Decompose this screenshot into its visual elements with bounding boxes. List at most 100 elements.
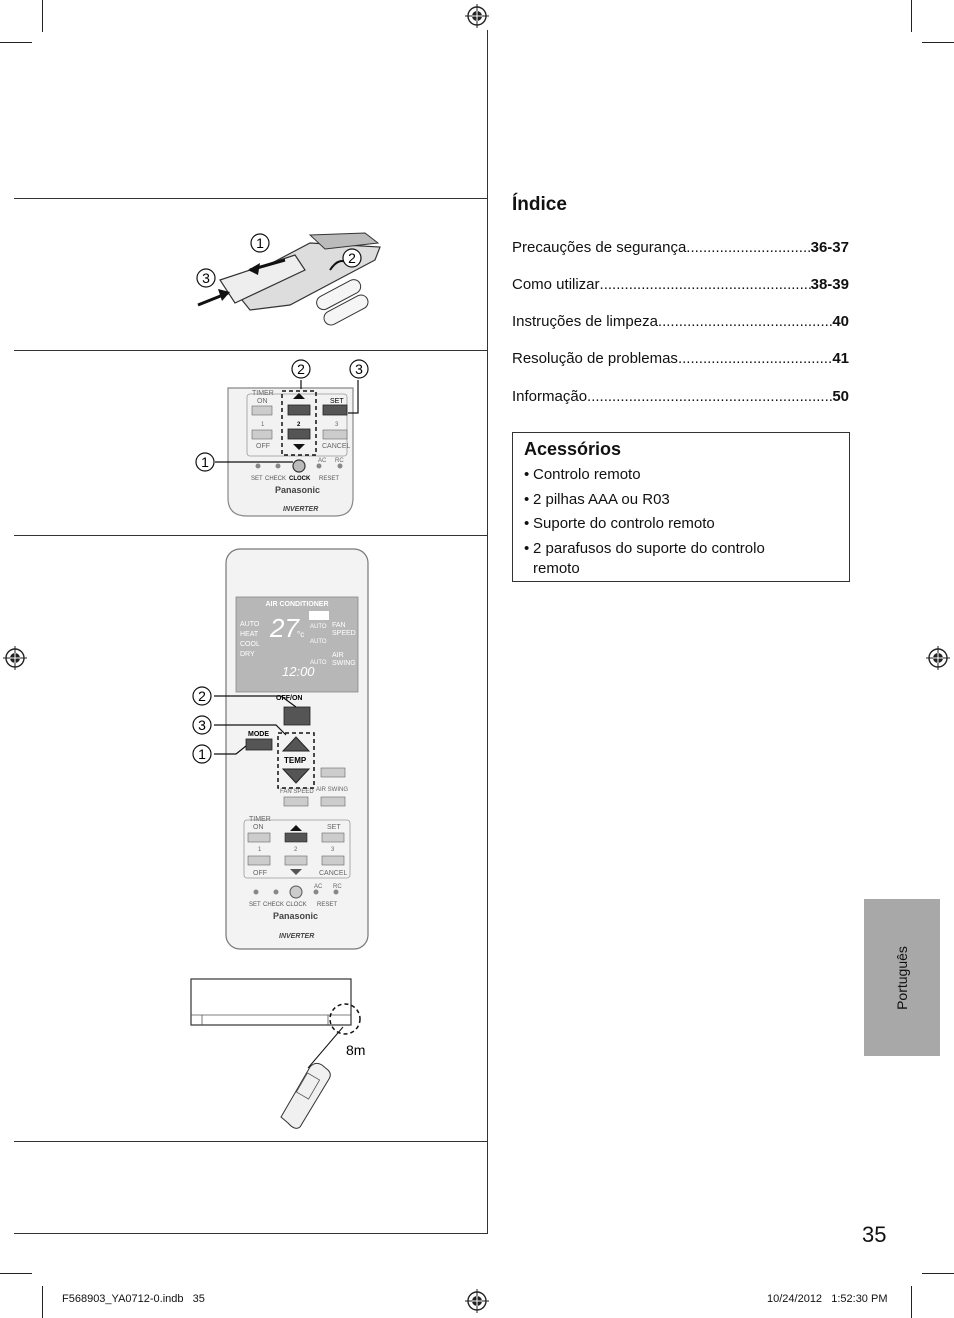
svg-text:CANCEL: CANCEL xyxy=(319,870,348,877)
toc-page: 38-39 xyxy=(810,276,849,293)
svg-text:Panasonic: Panasonic xyxy=(275,485,320,495)
svg-text:AIR CONDITIONER: AIR CONDITIONER xyxy=(266,601,329,608)
svg-text:RESET: RESET xyxy=(317,902,337,908)
svg-text:2: 2 xyxy=(294,847,298,853)
svg-text:TEMP: TEMP xyxy=(284,756,307,765)
toc-label: Instruções de limpeza xyxy=(512,313,658,330)
svg-text:TIMER: TIMER xyxy=(249,816,271,823)
svg-text:TIMER: TIMER xyxy=(252,390,274,397)
callout-3-icon: 3 xyxy=(192,715,212,735)
callout-3-icon: 3 xyxy=(349,359,369,379)
toc-page: 40 xyxy=(832,313,849,330)
svg-text:12:00: 12:00 xyxy=(282,664,315,679)
toc-entry[interactable]: Precauções de segurança 36-37 xyxy=(512,239,849,256)
toc-leader xyxy=(686,239,810,256)
svg-text:OFF/ON: OFF/ON xyxy=(276,695,302,702)
registration-icon xyxy=(465,1289,489,1313)
svg-text:OFF: OFF xyxy=(256,443,270,450)
toc-label: Informação xyxy=(512,388,588,405)
toc-entry[interactable]: Informação 50 xyxy=(512,388,849,405)
svg-text:1: 1 xyxy=(258,847,262,853)
registration-icon xyxy=(3,646,27,670)
toc-page: 36-37 xyxy=(810,239,849,256)
svg-text:1: 1 xyxy=(261,422,265,428)
svg-text:COOL: COOL xyxy=(240,641,260,648)
toc-leader xyxy=(678,350,832,367)
svg-text:1: 1 xyxy=(256,235,264,251)
svg-text:Panasonic: Panasonic xyxy=(273,911,318,921)
svg-text:AUTO: AUTO xyxy=(310,660,327,666)
toc-entry[interactable]: Instruções de limpeza 40 xyxy=(512,313,849,330)
section-divider xyxy=(14,198,488,199)
svg-text:3: 3 xyxy=(198,717,206,733)
svg-text:°c: °c xyxy=(297,630,304,639)
svg-text:INVERTER: INVERTER xyxy=(279,933,314,940)
svg-text:3: 3 xyxy=(202,270,210,286)
toc-leader xyxy=(600,276,811,293)
callout-1-icon: 1 xyxy=(195,452,215,472)
accessory-item: •Controlo remoto xyxy=(524,466,641,483)
section-divider xyxy=(14,350,488,351)
svg-text:OFF: OFF xyxy=(253,870,267,877)
accessory-item: •2 pilhas AAA ou R03 xyxy=(524,491,670,508)
accessory-item: remoto xyxy=(533,560,580,577)
svg-text:27: 27 xyxy=(269,613,300,643)
svg-text:AUTO: AUTO xyxy=(310,639,327,645)
crop-mark xyxy=(911,0,912,32)
toc-label: Precauções de segurança xyxy=(512,239,687,256)
index-title: Índice xyxy=(512,194,567,215)
svg-text:2: 2 xyxy=(297,422,301,428)
svg-text:AC: AC xyxy=(314,884,323,890)
svg-text:8m: 8m xyxy=(346,1042,365,1058)
toc-leader xyxy=(658,313,832,330)
toc-label: Como utilizar xyxy=(512,276,600,293)
callout-2-icon: 2 xyxy=(192,686,212,706)
svg-text:ON: ON xyxy=(253,824,264,831)
svg-text:SET: SET xyxy=(327,824,341,831)
svg-text:INVERTER: INVERTER xyxy=(283,506,318,513)
page-number: 35 xyxy=(862,1222,887,1247)
accessories-title: Acessórios xyxy=(524,439,622,459)
accessory-item: •2 parafusos do suporte do controlo xyxy=(524,540,765,557)
toc-page: 41 xyxy=(832,350,849,367)
registration-icon xyxy=(926,646,950,670)
toc-page: 50 xyxy=(832,388,849,405)
svg-text:HEAT: HEAT xyxy=(240,631,259,638)
svg-text:CLOCK: CLOCK xyxy=(286,902,307,908)
registration-icon xyxy=(465,4,489,28)
svg-text:DRY: DRY xyxy=(240,651,255,658)
toc-entry[interactable]: Como utilizar 38-39 xyxy=(512,276,849,293)
svg-text:FAN SPEED: FAN SPEED xyxy=(280,789,314,795)
svg-text:AUTO: AUTO xyxy=(240,621,260,628)
svg-text:CLOCK: CLOCK xyxy=(289,476,311,482)
crop-mark xyxy=(922,1273,954,1274)
section-divider xyxy=(14,1233,488,1234)
svg-text:2: 2 xyxy=(348,250,356,266)
crop-mark xyxy=(42,0,43,32)
svg-text:FAN: FAN xyxy=(332,622,346,629)
crop-mark xyxy=(911,1286,912,1318)
accessories-box: Acessórios •Controlo remoto •2 pilhas AA… xyxy=(512,432,850,582)
section-divider xyxy=(14,1141,488,1142)
language-tab: Português xyxy=(864,899,940,1056)
svg-text:ON: ON xyxy=(257,398,268,405)
svg-text:AIR: AIR xyxy=(332,652,344,659)
svg-text:3: 3 xyxy=(355,361,363,377)
remote-control-figure: AIR CONDITIONER AUTO HEAT COOL DRY 27 °c… xyxy=(214,548,369,950)
svg-text:RESET: RESET xyxy=(319,476,339,482)
svg-text:AIR SWING: AIR SWING xyxy=(316,787,348,793)
svg-text:MODE: MODE xyxy=(248,731,269,738)
svg-text:2: 2 xyxy=(297,361,305,377)
svg-text:AC: AC xyxy=(318,458,327,464)
svg-text:SET: SET xyxy=(330,398,344,405)
svg-text:SET: SET xyxy=(249,902,261,908)
svg-text:3: 3 xyxy=(335,422,339,428)
toc-entry[interactable]: Resolução de problemas 41 xyxy=(512,350,849,367)
section-divider xyxy=(14,535,488,536)
crop-mark xyxy=(0,42,32,43)
toc-label: Resolução de problemas xyxy=(512,350,678,367)
svg-text:CHECK: CHECK xyxy=(263,902,284,908)
svg-text:1: 1 xyxy=(198,746,206,762)
toc-leader xyxy=(587,388,832,405)
svg-text:AUTO: AUTO xyxy=(310,624,327,630)
